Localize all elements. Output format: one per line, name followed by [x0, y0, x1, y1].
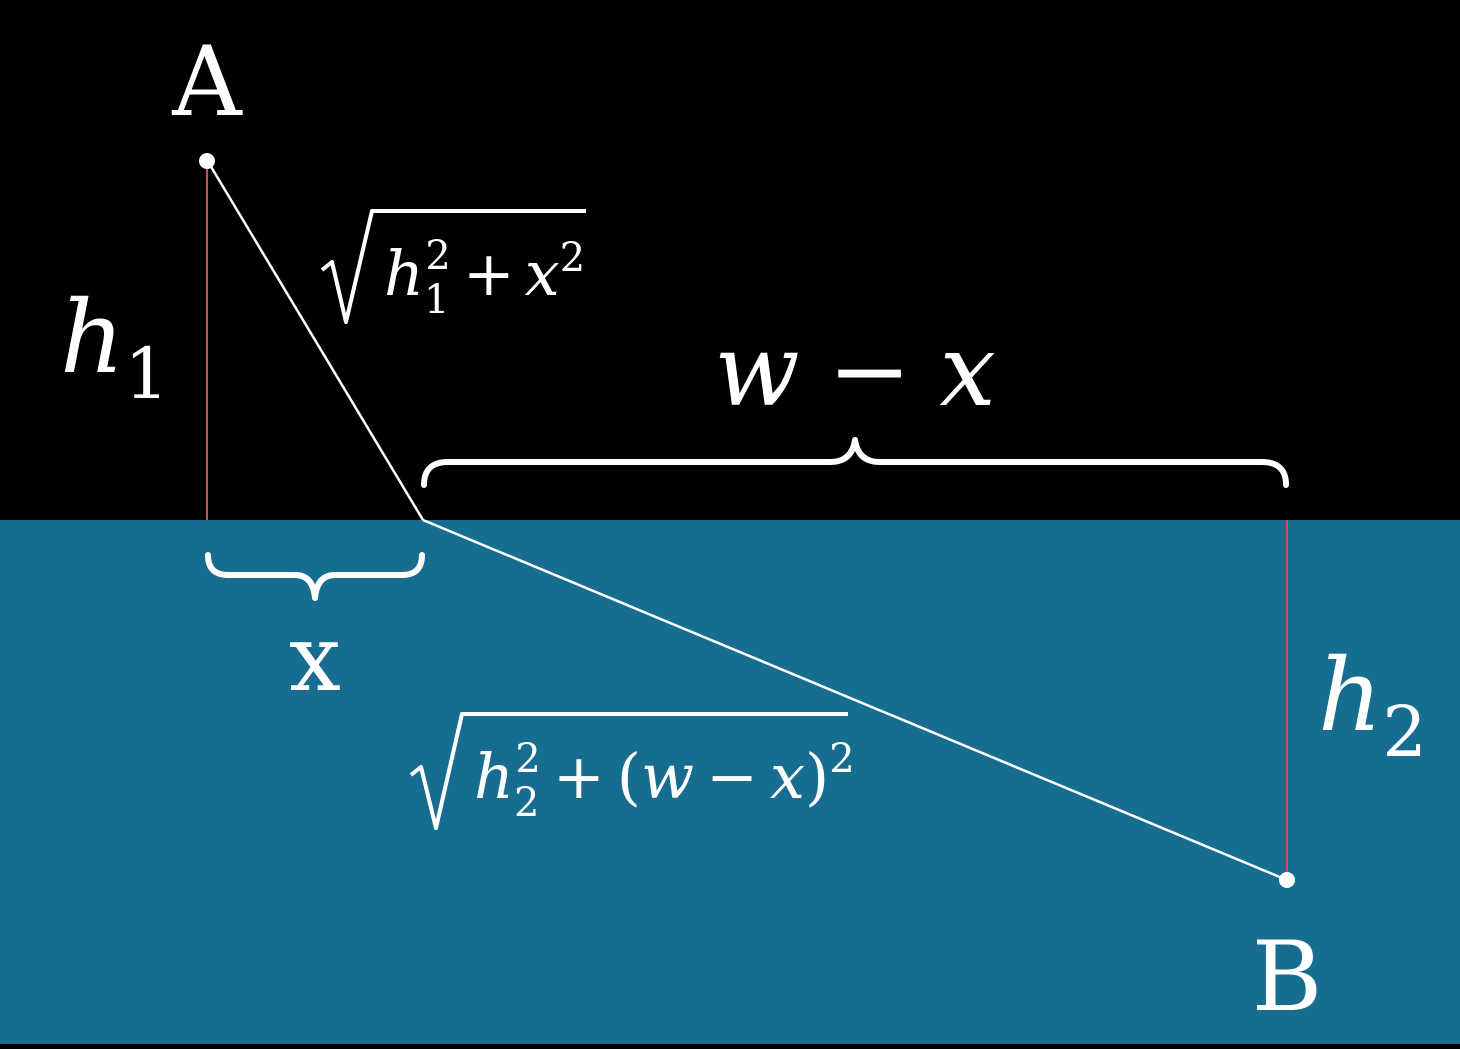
path-segment-water	[422, 518, 1288, 882]
x-brace	[205, 552, 425, 601]
h2-label: h2	[1318, 637, 1427, 773]
h1-label: h1	[60, 279, 169, 415]
point-a-label: A	[171, 26, 243, 138]
x-label: x	[289, 605, 341, 712]
lower-hypotenuse-formula: h22+(w−x)2	[409, 712, 855, 830]
upper-radical-sign	[320, 209, 586, 324]
lower-radical-sign	[409, 712, 848, 830]
water-region	[0, 520, 1460, 1044]
point-a-marker	[199, 153, 215, 169]
upper-hypotenuse-formula: h12+x2	[320, 209, 586, 324]
w-minus-x-brace	[421, 437, 1289, 488]
air-region	[0, 0, 1460, 520]
point-b-marker	[1279, 872, 1295, 888]
point-b-label: B	[1252, 921, 1323, 1033]
svg-text:h12+x2: h12+x2	[384, 233, 585, 323]
path-segment-air	[205, 159, 425, 521]
w-minus-x-label: w−x	[714, 312, 996, 429]
svg-text:h22+(w−x)2: h22+(w−x)2	[474, 736, 855, 826]
